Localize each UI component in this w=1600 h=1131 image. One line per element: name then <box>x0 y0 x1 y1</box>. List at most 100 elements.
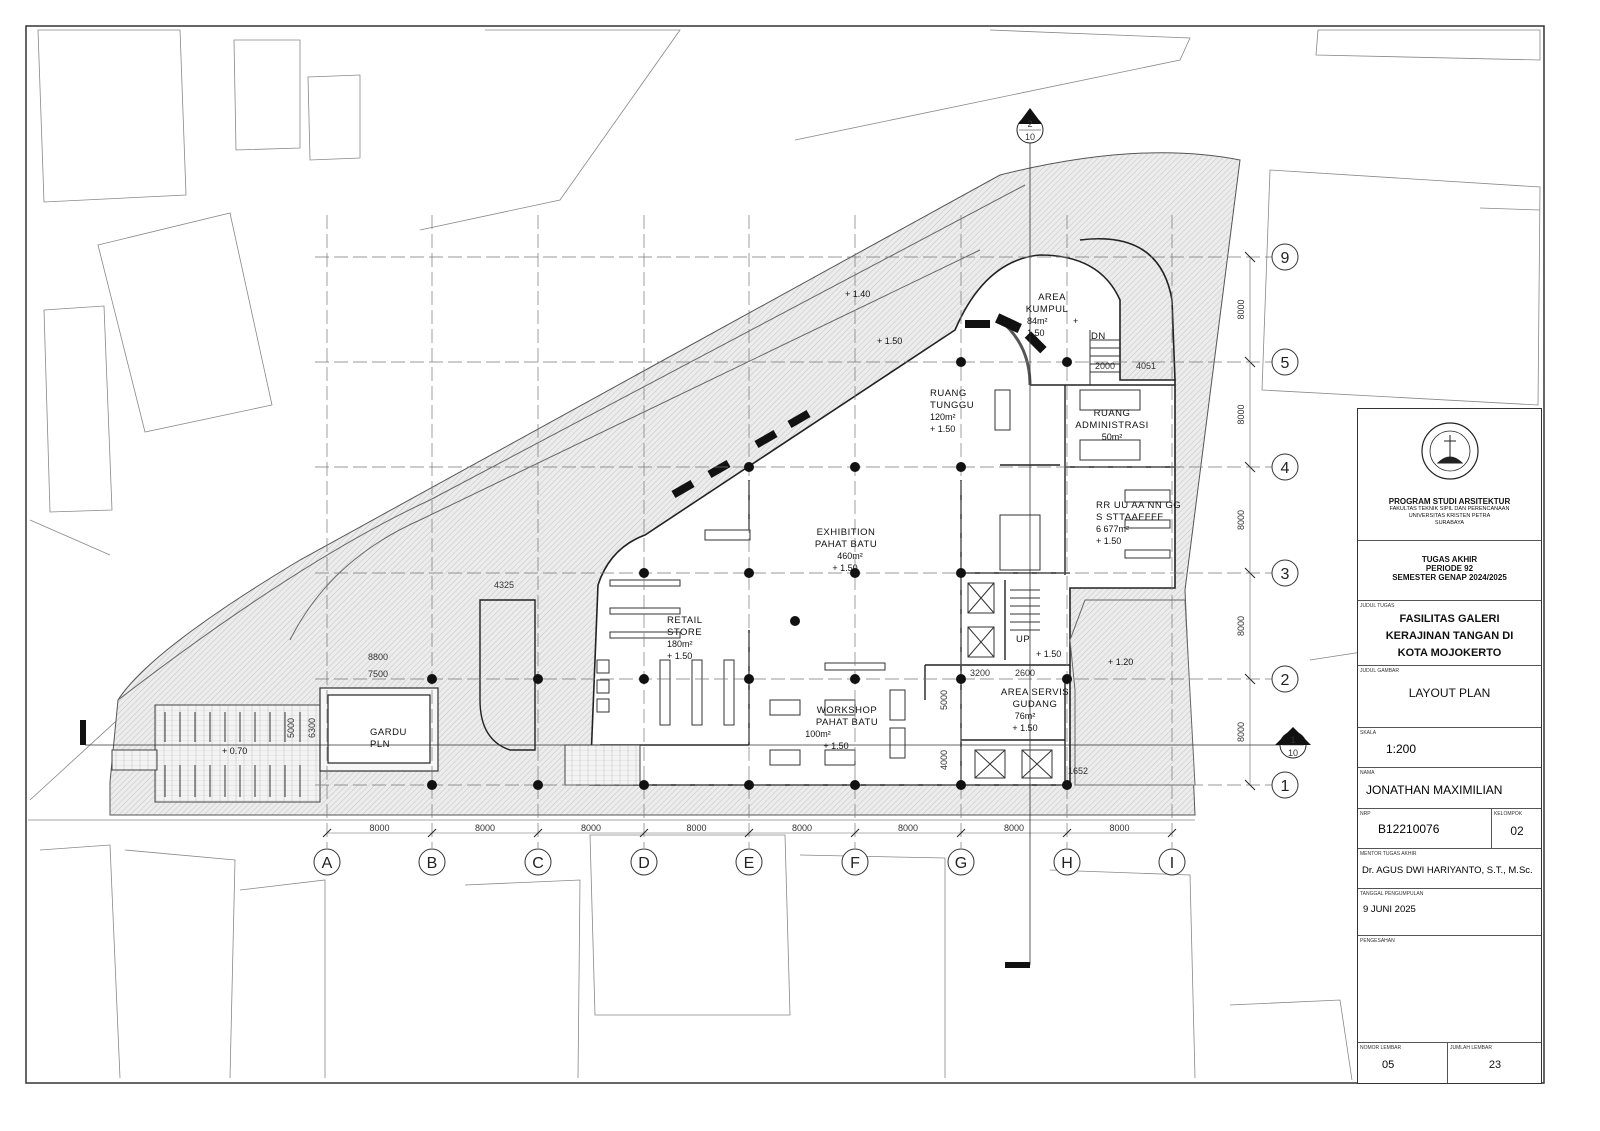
svg-text:RETAIL: RETAIL <box>667 615 703 626</box>
room-area-kumpul: AREA KUMPUL 84m² + 1.50 <box>1026 292 1079 338</box>
svg-text:1: 1 <box>1290 735 1295 745</box>
title-block: PROGRAM STUDI ARSITEKTUR FAKULTAS TEKNIK… <box>1357 408 1542 1084</box>
grid-label-4: 4 <box>1281 460 1290 477</box>
svg-text:TUNGGU: TUNGGU <box>930 400 974 411</box>
judul-tugas-line-1: FASILITAS GALERI <box>1399 613 1500 625</box>
room-staff: RR UU AA NN GG S STTAAFFFF 6 677m² + 1.5… <box>1096 500 1181 546</box>
judul-tugas-caption: JUDUL TUGAS <box>1360 603 1395 609</box>
svg-text:1652: 1652 <box>1068 766 1088 776</box>
svg-text:76m²: 76m² <box>1015 711 1036 721</box>
grid-label-5: 5 <box>1281 355 1290 372</box>
row-spacing-dim: 8000 <box>1236 299 1246 319</box>
structural-column <box>956 780 966 790</box>
structural-column <box>639 568 649 578</box>
structural-column <box>956 674 966 684</box>
svg-text:2000: 2000 <box>1095 361 1115 371</box>
title-block-judul-tugas: JUDUL TUGAS FASILITAS GALERI KERAJINAN T… <box>1358 601 1541 666</box>
room-workshop: WORKSHOP PAHAT BATU 100m² + 1.50 <box>805 705 878 751</box>
title-block-pengesahan: PENGESAHAN <box>1358 936 1541 1043</box>
svg-text:10: 10 <box>1288 748 1298 758</box>
grid-label-A: A <box>322 855 333 872</box>
judul-gambar: LAYOUT PLAN <box>1408 686 1491 700</box>
svg-text:+ 1.50: + 1.50 <box>823 741 848 751</box>
structural-column <box>533 780 543 790</box>
jumlah-lembar-value: 23 <box>1488 1059 1502 1071</box>
dimension-tick <box>322 828 332 838</box>
road-edge <box>117 184 1026 701</box>
svg-text:2600: 2600 <box>1015 668 1035 678</box>
judul-tugas-line-2: KERAJINAN TANGAN DI <box>1385 630 1514 642</box>
svg-text:S STTAAFFFF: S STTAAFFFF <box>1096 512 1164 523</box>
title-block-lembar: NOMOR LEMBAR 05 JUMLAH LEMBAR 23 <box>1358 1043 1541 1083</box>
grid-label-1: 1 <box>1281 778 1290 795</box>
kelompok-value: 02 <box>1510 824 1524 838</box>
structural-column <box>850 568 860 578</box>
room-ruang-tunggu: RUANG TUNGGU 120m² + 1.50 <box>930 388 974 434</box>
city-name: SURABAYA <box>1434 520 1465 526</box>
structural-column <box>956 568 966 578</box>
svg-text:WORKSHOP: WORKSHOP <box>817 705 877 716</box>
nomor-lembar-value: 05 <box>1382 1059 1395 1071</box>
grid-bubble-B <box>418 848 446 876</box>
kelompok-caption: KELOMPOK <box>1494 811 1523 817</box>
skala-caption: SKALA <box>1360 730 1377 736</box>
grid-label-9: 9 <box>1281 250 1290 267</box>
grid-bubble-E <box>735 848 763 876</box>
grid-bubble-9 <box>1271 243 1299 271</box>
svg-text:3200: 3200 <box>970 668 990 678</box>
svg-text:+ 1.50: + 1.50 <box>930 424 955 434</box>
grid-label-E: E <box>744 855 755 872</box>
grid-bubble-G <box>947 848 975 876</box>
structural-column <box>956 357 966 367</box>
grid-bubble-D <box>630 848 658 876</box>
structural-column <box>790 616 800 626</box>
grid-bubble-3 <box>1271 559 1299 587</box>
svg-text:460m²: 460m² <box>837 551 863 561</box>
grid-label-I: I <box>1170 855 1174 872</box>
title-block-mentor: MENTOR TUGAS AKHIR Dr. AGUS DWI HARIYANT… <box>1358 849 1541 889</box>
dimension-tick <box>427 828 437 838</box>
dimension-tick <box>956 828 966 838</box>
svg-text:4051: 4051 <box>1136 361 1156 371</box>
dimensions: 4325 8800 7500 5000 6300 3200 2600 5000 … <box>286 361 1156 776</box>
structural-column <box>956 462 966 472</box>
svg-text:GUDANG: GUDANG <box>1013 699 1058 710</box>
grid-bubble-4 <box>1271 453 1299 481</box>
svg-text:6300: 6300 <box>307 718 317 738</box>
svg-text:+ 1.50: + 1.50 <box>1012 723 1037 733</box>
structural-column <box>533 674 543 684</box>
room-retail: RETAIL STORE 180m² + 1.50 <box>667 615 703 661</box>
grid-bubble-1 <box>1271 771 1299 799</box>
svg-text:50m²: 50m² <box>1102 432 1123 442</box>
stair-up-label: UP <box>1016 634 1030 645</box>
judul-gambar-caption: JUDUL GAMBAR <box>1360 668 1399 674</box>
svg-text:120m²: 120m² <box>930 412 956 422</box>
row-spacing-dim: 8000 <box>1236 616 1246 636</box>
svg-text:8800: 8800 <box>368 652 388 662</box>
stair <box>564 744 641 786</box>
row-spacing-dim: 8000 <box>1236 722 1246 742</box>
title-block-judul-gambar: JUDUL GAMBAR LAYOUT PLAN <box>1358 666 1541 728</box>
column-spacing-dim: 8000 <box>792 823 812 833</box>
svg-text:6 677m²: 6 677m² <box>1096 524 1129 534</box>
tugas-label: TUGAS AKHIR <box>1421 555 1478 564</box>
area-kumpul-curve <box>1079 238 1176 381</box>
skala-value: 1:200 <box>1386 742 1417 756</box>
nama-value: JONATHAN MAXIMILIAN <box>1366 783 1503 797</box>
svg-text:1.50: 1.50 <box>1027 328 1045 338</box>
level-terrace: + 1.50 <box>877 336 902 346</box>
svg-text:GARDU: GARDU <box>370 727 407 738</box>
section-marker-2: 2 10 <box>1005 108 1044 968</box>
tanggal-value: 9 JUNI 2025 <box>1363 904 1416 915</box>
plaza-area <box>1069 599 1196 786</box>
svg-text:84m²: 84m² <box>1027 316 1048 326</box>
mentor-caption: MENTOR TUGAS AKHIR <box>1360 851 1417 857</box>
structural-column <box>427 780 437 790</box>
grid-bubble-5 <box>1271 348 1299 376</box>
column-spacing-dim: 8000 <box>581 823 601 833</box>
svg-text:PAHAT BATU: PAHAT BATU <box>816 717 878 728</box>
svg-text:RR UU AA NN GG: RR UU AA NN GG <box>1096 500 1181 511</box>
structural-column <box>850 674 860 684</box>
column-spacing-dim: 8000 <box>686 823 706 833</box>
room-exhibition: EXHIBITION PAHAT BATU 460m² + 1.50 <box>815 527 877 573</box>
